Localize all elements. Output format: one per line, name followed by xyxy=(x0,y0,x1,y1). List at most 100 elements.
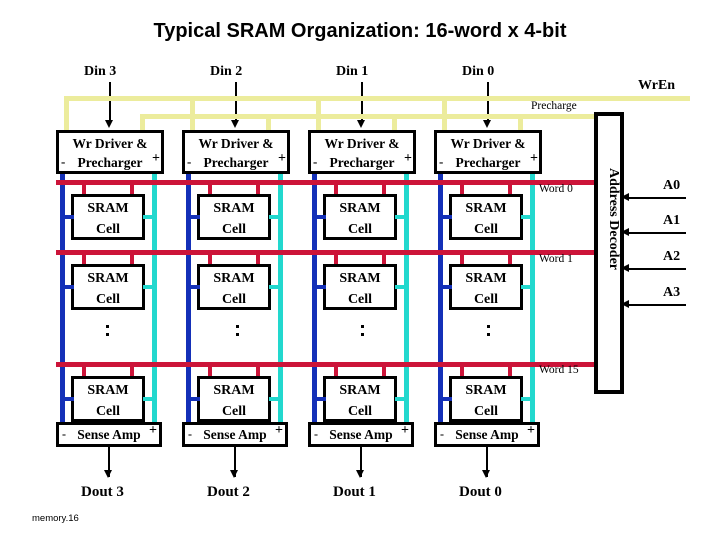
sram-cell-line2: Cell xyxy=(221,292,247,307)
wordline-stub xyxy=(208,365,212,377)
sense-amp-label: Sense Amp xyxy=(329,427,393,442)
wordline-stub xyxy=(382,365,386,377)
wr-driver-line2: Precharger xyxy=(329,155,395,170)
bitline-tap xyxy=(440,397,452,401)
dout-wire-2 xyxy=(234,447,236,477)
sense-amp-minus-sign: - xyxy=(188,427,192,441)
sram-cell-line2: Cell xyxy=(473,292,499,307)
precharge-bus xyxy=(140,114,597,119)
sense-amp-block-0[interactable]: - Sense Amp + xyxy=(434,422,540,447)
sram-cell[interactable]: SRAM Cell xyxy=(323,264,397,310)
wr-driver-block-2[interactable]: Wr Driver & - Precharger + xyxy=(182,130,290,174)
sram-cell-line2: Cell xyxy=(221,404,247,419)
address-decoder-block[interactable]: Address Decoder xyxy=(594,112,624,394)
bitline-tap xyxy=(269,215,281,219)
sram-cell[interactable]: SRAM Cell xyxy=(197,264,271,310)
sram-cell-line2: Cell xyxy=(473,222,499,237)
page-title: Typical SRAM Organization: 16-word x 4-b… xyxy=(153,20,567,42)
sram-cell-line2: Cell xyxy=(95,404,121,419)
wordline-stub xyxy=(130,183,134,195)
wordline-stub xyxy=(334,183,338,195)
wordline-stub xyxy=(460,253,464,265)
sense-amp-block-3[interactable]: - Sense Amp + xyxy=(56,422,162,447)
sram-cell[interactable]: SRAM Cell xyxy=(449,376,523,422)
sense-amp-block-2[interactable]: - Sense Amp + xyxy=(182,422,288,447)
sense-amp-label: Sense Amp xyxy=(77,427,141,442)
bitline-tap xyxy=(521,215,533,219)
sense-amp-block-1[interactable]: - Sense Amp + xyxy=(308,422,414,447)
address-arrowhead-a1 xyxy=(621,228,629,236)
precharge-drop-0 xyxy=(518,114,523,132)
sram-cell[interactable]: SRAM Cell xyxy=(197,194,271,240)
wr-driver-line2: Precharger xyxy=(77,155,143,170)
wordline-stub xyxy=(460,365,464,377)
bitline-tap xyxy=(269,397,281,401)
wr-driver-block-0[interactable]: Wr Driver & - Precharger + xyxy=(434,130,542,174)
dout-arrowhead-0 xyxy=(482,470,490,478)
sram-cell-line2: Cell xyxy=(473,404,499,419)
sram-cell[interactable]: SRAM Cell xyxy=(71,194,145,240)
sram-cell[interactable]: SRAM Cell xyxy=(197,376,271,422)
sram-cell[interactable]: SRAM Cell xyxy=(71,376,145,422)
wr-driver-line1: Wr Driver & xyxy=(198,136,274,151)
bitline-cyan-1 xyxy=(404,174,409,422)
wren-bus xyxy=(64,96,690,101)
sense-amp-minus-sign: - xyxy=(62,427,66,441)
wr-driver-line2: Precharger xyxy=(455,155,521,170)
dout-wire-3 xyxy=(108,447,110,477)
address-label-a3: A3 xyxy=(663,285,681,300)
wr-driver-block-1[interactable]: Wr Driver & - Precharger + xyxy=(308,130,416,174)
sram-cell-line1: SRAM xyxy=(465,201,507,216)
sram-cell[interactable]: SRAM Cell xyxy=(449,194,523,240)
column-ellipsis-2 xyxy=(236,325,239,341)
word-label-1: Word 1 xyxy=(539,253,573,265)
precharge-drop-1 xyxy=(392,114,397,132)
wren-drop-3 xyxy=(64,96,69,132)
wordline-stub xyxy=(508,365,512,377)
wordline-stub xyxy=(130,365,134,377)
wordline-stub xyxy=(508,183,512,195)
dout-arrowhead-2 xyxy=(230,470,238,478)
sense-amp-label: Sense Amp xyxy=(455,427,519,442)
wr-driver-plus-sign: + xyxy=(404,151,412,166)
wr-driver-block-3[interactable]: Wr Driver & - Precharger + xyxy=(56,130,164,174)
wr-driver-line2: Precharger xyxy=(203,155,269,170)
column-ellipsis-1 xyxy=(361,325,364,341)
precharge-drop-3 xyxy=(140,114,145,132)
address-label-a2: A2 xyxy=(663,249,681,264)
dout-wire-0 xyxy=(486,447,488,477)
wordline-stub xyxy=(82,365,86,377)
bitline-tap xyxy=(395,397,407,401)
sram-cell-line1: SRAM xyxy=(339,201,381,216)
sram-cell[interactable]: SRAM Cell xyxy=(323,194,397,240)
word-label-0: Word 0 xyxy=(539,183,573,195)
bitline-tap xyxy=(62,397,74,401)
sense-amp-minus-sign: - xyxy=(314,427,318,441)
sram-cell-line1: SRAM xyxy=(339,271,381,286)
dout-arrowhead-1 xyxy=(356,470,364,478)
bitline-tap xyxy=(143,397,155,401)
address-wire-a0 xyxy=(628,197,686,199)
address-arrowhead-a2 xyxy=(621,264,629,272)
din-arrowhead-1 xyxy=(357,120,365,128)
dout-label-2: Dout 2 xyxy=(207,484,250,500)
wr-driver-line1: Wr Driver & xyxy=(324,136,400,151)
sram-cell-line1: SRAM xyxy=(87,201,129,216)
din-arrowhead-3 xyxy=(105,120,113,128)
sense-amp-plus-sign: + xyxy=(149,423,157,438)
bitline-tap xyxy=(62,215,74,219)
sram-cell[interactable]: SRAM Cell xyxy=(323,376,397,422)
bitline-tap xyxy=(521,397,533,401)
sram-cell-line1: SRAM xyxy=(465,271,507,286)
wordline-stub xyxy=(82,253,86,265)
address-arrowhead-a3 xyxy=(621,300,629,308)
wordline-stub xyxy=(82,183,86,195)
bitline-tap xyxy=(143,215,155,219)
wordline-stub xyxy=(508,253,512,265)
sram-cell[interactable]: SRAM Cell xyxy=(449,264,523,310)
sense-amp-plus-sign: + xyxy=(401,423,409,438)
din-arrowhead-2 xyxy=(231,120,239,128)
sram-cell[interactable]: SRAM Cell xyxy=(71,264,145,310)
dout-label-3: Dout 3 xyxy=(81,484,124,500)
